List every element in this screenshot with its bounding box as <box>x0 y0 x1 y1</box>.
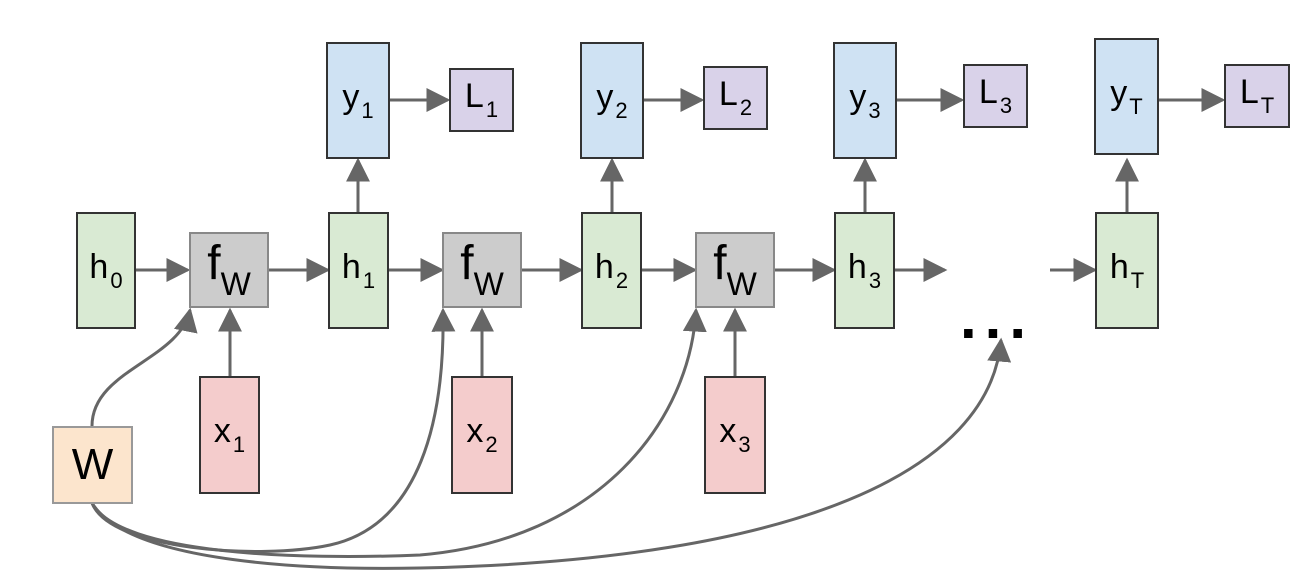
arrow-W-f3 <box>90 307 707 558</box>
function-label: fW <box>460 237 504 302</box>
output-y3: y3 <box>833 42 897 159</box>
arrow-W-dots <box>90 337 1012 570</box>
hidden-state-h2: h2 <box>581 212 642 329</box>
input-x1: x1 <box>199 376 260 494</box>
output-label: yT <box>1110 73 1143 119</box>
hidden-state-h1: h1 <box>328 212 389 329</box>
hidden-state-hT: hT <box>1095 212 1159 329</box>
arrow-W-f2 <box>90 307 456 553</box>
loss-label: L2 <box>718 75 753 120</box>
input-label: x3 <box>719 412 751 457</box>
arrow-W-f1 <box>90 307 198 427</box>
hidden-state-h0: h0 <box>76 212 136 329</box>
function-fw-2: fW <box>442 232 522 308</box>
loss-L2: L2 <box>703 66 768 130</box>
function-label: fW <box>713 237 757 302</box>
output-label: y1 <box>342 77 374 123</box>
output-label: y3 <box>849 77 881 123</box>
input-x2: x2 <box>451 376 513 494</box>
output-yT: yT <box>1094 38 1159 155</box>
hidden-state-h3: h3 <box>834 212 895 329</box>
loss-label: LT <box>1239 73 1275 118</box>
input-x3: x3 <box>704 376 766 494</box>
function-label: fW <box>207 237 251 302</box>
function-fw-1: fW <box>189 232 269 308</box>
weights-W: W <box>52 426 133 504</box>
loss-L1: L1 <box>449 68 514 132</box>
loss-label: L3 <box>978 73 1013 118</box>
loss-label: L1 <box>464 77 499 122</box>
input-label: x2 <box>466 412 498 457</box>
output-y2: y2 <box>580 42 644 159</box>
ellipsis: ... <box>960 284 1035 351</box>
hidden-state-label: h1 <box>341 247 376 293</box>
output-label: y2 <box>596 77 628 123</box>
function-fw-3: fW <box>695 232 775 308</box>
weights-label: W <box>71 440 114 489</box>
hidden-state-label: h0 <box>89 247 123 293</box>
loss-LT: LT <box>1224 64 1290 128</box>
hidden-state-label: h2 <box>594 247 629 293</box>
loss-L3: L3 <box>963 64 1028 128</box>
output-y1: y1 <box>326 42 390 159</box>
input-label: x1 <box>213 412 246 457</box>
hidden-state-label: h3 <box>847 247 882 293</box>
hidden-state-label: hT <box>1109 247 1145 293</box>
